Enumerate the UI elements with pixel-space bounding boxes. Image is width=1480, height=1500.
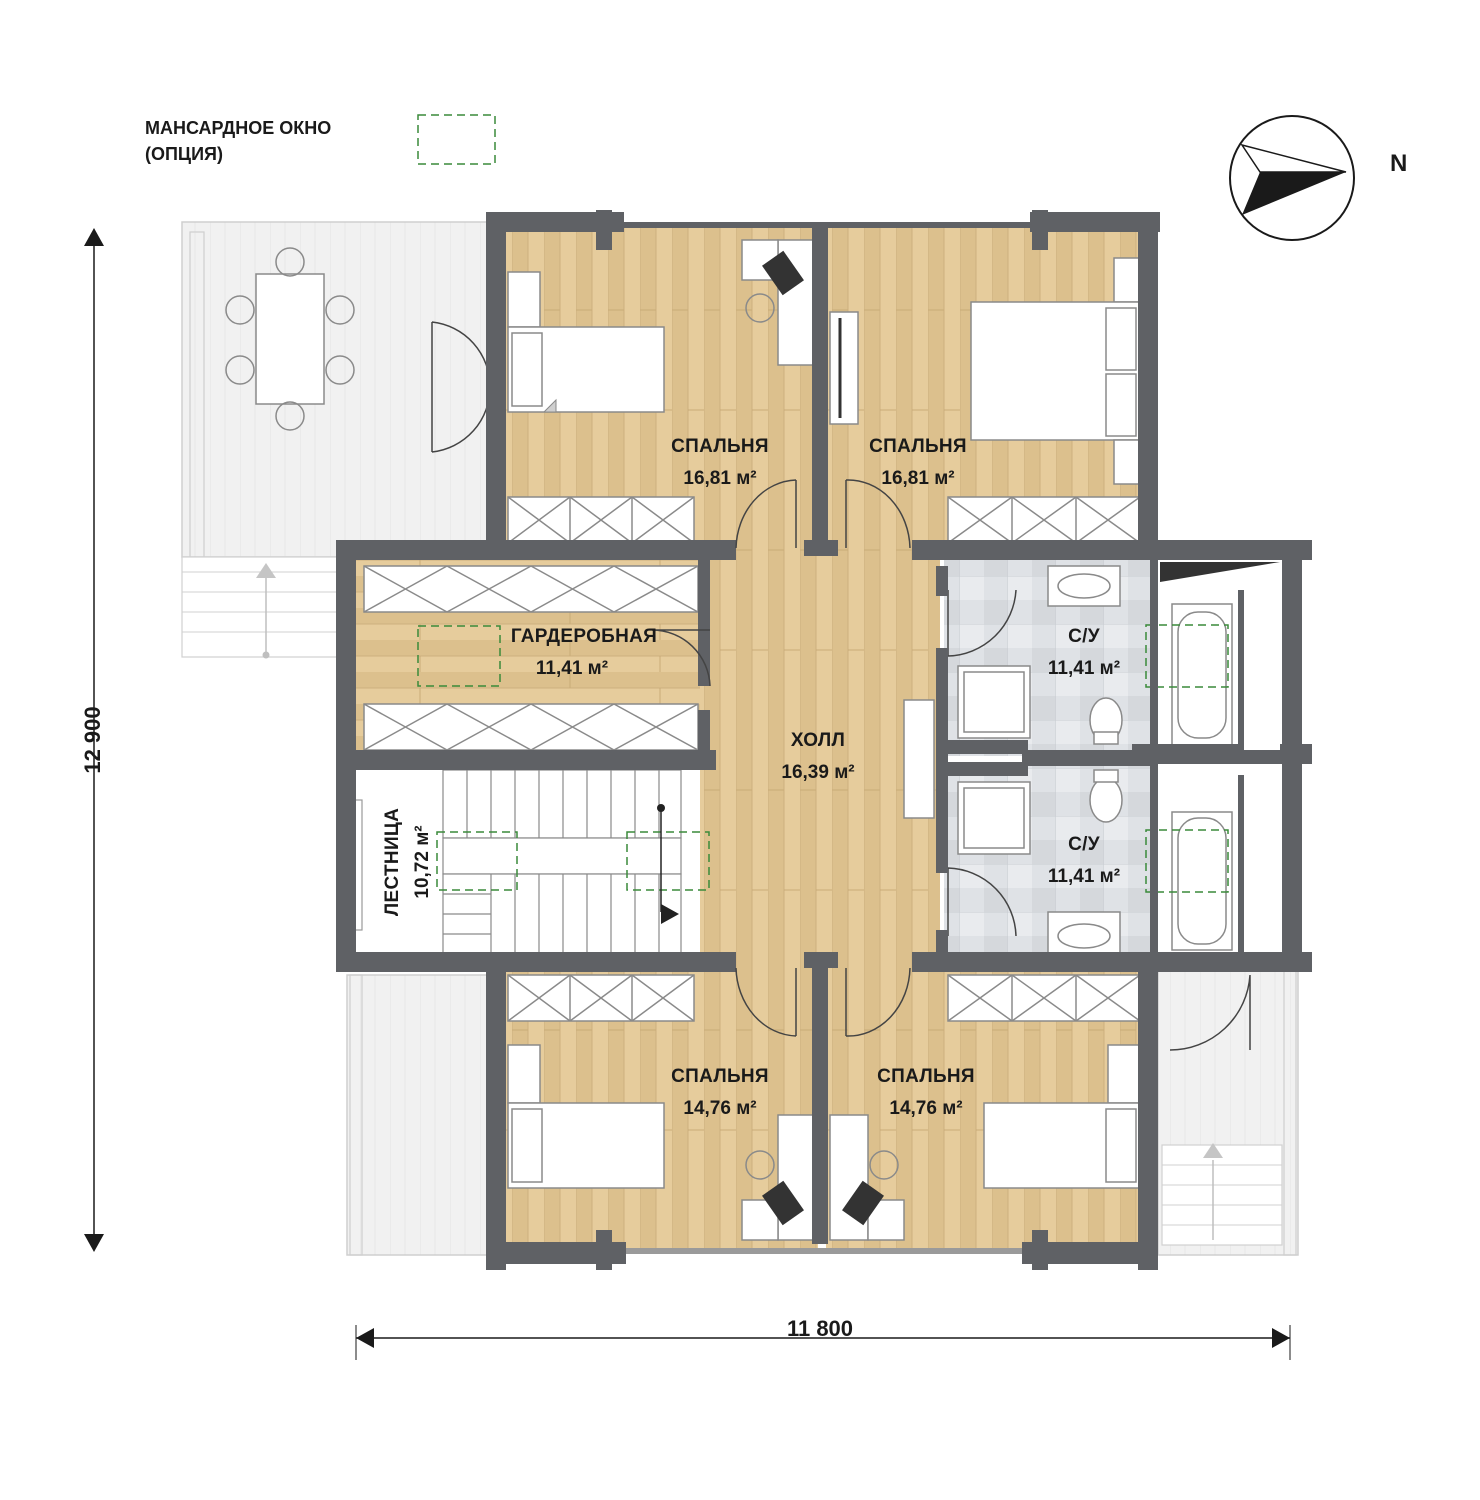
room-name-hall: ХОЛЛ (791, 730, 845, 751)
shelving-bottom (363, 703, 699, 751)
nightstand (1113, 257, 1141, 303)
terrace-southwest (346, 974, 488, 1256)
arrow-right-icon (1272, 1328, 1290, 1348)
room-area-bath-1: 11,41 м² (1048, 658, 1120, 679)
legend-skylight-subtitle: (ОПЦИЯ) (145, 144, 223, 164)
arrow-up-icon (84, 228, 104, 246)
terrace-northwest (181, 221, 493, 659)
chair-icon (275, 401, 305, 431)
bathtub (1171, 603, 1233, 747)
shower-cabinet (957, 781, 1031, 855)
dimension-height-label: 12 900 (80, 706, 105, 773)
pillow (511, 332, 543, 407)
legend: МАНСАРДНОЕ ОКНО (ОПЦИЯ) (145, 114, 496, 165)
shelving-top (363, 565, 699, 613)
up-arrow-icon (256, 563, 276, 578)
room-name-bath-2: С/У (1068, 834, 1100, 855)
compass-north-label: N (1390, 150, 1407, 177)
stair-direction-arrow-icon (661, 904, 679, 924)
computer-icon (762, 250, 804, 296)
dimension-height: 12 900 (80, 228, 105, 1252)
chair-icon (325, 355, 355, 385)
chair-icon (275, 247, 305, 277)
doors (651, 479, 911, 1037)
staircase (353, 769, 710, 959)
room-name-stairs: ЛЕСТНИЦА (382, 808, 403, 916)
skylight (417, 625, 501, 687)
pillow (1105, 1108, 1137, 1183)
chair-icon (225, 295, 255, 325)
console-table (903, 699, 935, 819)
pillow (1105, 373, 1137, 437)
room-area-bath-2: 11,41 м² (1048, 866, 1120, 887)
tv-stand (829, 311, 859, 425)
furniture (353, 239, 1233, 1241)
room-area-bedroom-nw: 16,81 м² (683, 468, 756, 489)
arrow-down-icon (84, 1234, 104, 1252)
legend-skylight-title: МАНСАРДНОЕ ОКНО (145, 118, 331, 138)
shower-cabinet (957, 665, 1031, 739)
nightstand (507, 1044, 541, 1104)
nightstand (507, 271, 541, 328)
nightstand (1107, 1044, 1141, 1104)
room-name-bedroom-se: СПАЛЬНЯ (877, 1066, 975, 1087)
legend-skylight-swatch (417, 114, 496, 165)
room-name-bedroom-ne: СПАЛЬНЯ (869, 436, 967, 457)
chair-icon (745, 1150, 775, 1180)
computer-icon (762, 1180, 804, 1226)
room-area-wardrobe: 11,41 м² (536, 658, 608, 679)
terrace-steps (1161, 1144, 1283, 1246)
room-area-bedroom-ne: 16,81 м² (881, 468, 954, 489)
chair-icon (869, 1150, 899, 1180)
room-name-bedroom-nw: СПАЛЬНЯ (671, 436, 769, 457)
dimension-width-label: 11 800 (787, 1316, 853, 1341)
compass-needle-south-icon (1240, 143, 1347, 173)
room-name-bedroom-sw: СПАЛЬНЯ (671, 1066, 769, 1087)
bathtub (1171, 811, 1233, 951)
toilet (1089, 777, 1123, 823)
chair-icon (745, 293, 775, 323)
terrace-southeast (1157, 969, 1299, 1256)
walls (336, 210, 1312, 1270)
room-area-hall: 16,39 м² (781, 762, 854, 783)
room-area-bedroom-sw: 14,76 м² (683, 1098, 756, 1119)
room-name-bath-1: С/У (1068, 626, 1100, 647)
terrace-steps (181, 556, 343, 659)
room-area-bedroom-se: 14,76 м² (889, 1098, 962, 1119)
dimension-width: 11 800 (355, 1316, 1291, 1360)
arrow-left-icon (356, 1328, 374, 1348)
chair-icon (225, 355, 255, 385)
nightstand (1113, 439, 1141, 485)
dining-table (255, 273, 325, 405)
compass: N (1229, 115, 1407, 241)
room-area-stairs: 10,72 м² (412, 825, 433, 898)
room-labels: СПАЛЬНЯ 16,81 м² СПАЛЬНЯ 16,81 м² ГАРДЕР… (382, 436, 1120, 1119)
compass-needle-north-icon (1242, 172, 1346, 215)
computer-icon (842, 1180, 884, 1226)
chair-icon (325, 295, 355, 325)
pillow (511, 1108, 543, 1183)
sink (1047, 565, 1121, 607)
pillow (1105, 307, 1137, 371)
room-name-wardrobe: ГАРДЕРОБНАЯ (511, 626, 657, 647)
up-arrow-icon (1203, 1143, 1223, 1158)
